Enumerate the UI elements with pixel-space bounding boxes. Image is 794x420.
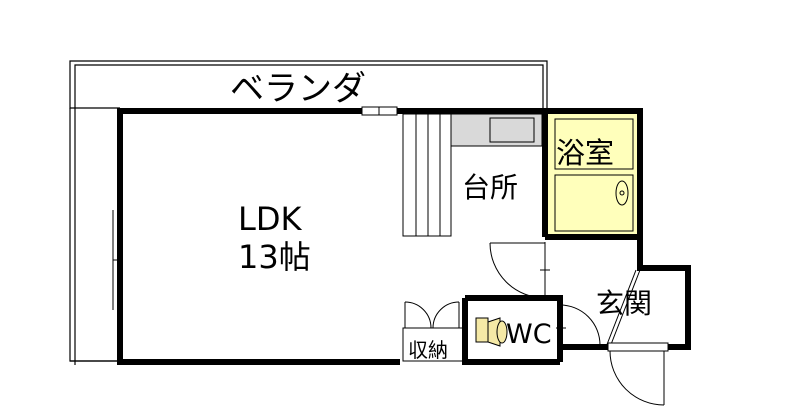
bathroom-label: 浴室 [556, 136, 614, 170]
veranda-outline [69, 60, 548, 365]
kitchen-door-swing [489, 242, 550, 299]
ldk-name-label: LDK [238, 200, 302, 238]
toilet-fixture [475, 317, 508, 347]
bathroom-room [548, 114, 637, 234]
kitchen-shelving [402, 113, 452, 237]
storage-label: 収納 [408, 338, 448, 362]
storage-doors [402, 301, 464, 362]
veranda-door [361, 106, 398, 116]
kitchen-counter [450, 113, 543, 147]
ldk-window [112, 210, 119, 310]
wc-label: WC [506, 319, 552, 350]
ldk-size-label: 13帖 [238, 238, 311, 276]
entrance-label: 玄関 [596, 287, 652, 320]
wc-door [556, 304, 601, 346]
walls [117, 108, 691, 365]
veranda-label: ベランダ [230, 69, 366, 109]
entrance-door [605, 269, 669, 406]
kitchen-label: 台所 [462, 171, 518, 204]
